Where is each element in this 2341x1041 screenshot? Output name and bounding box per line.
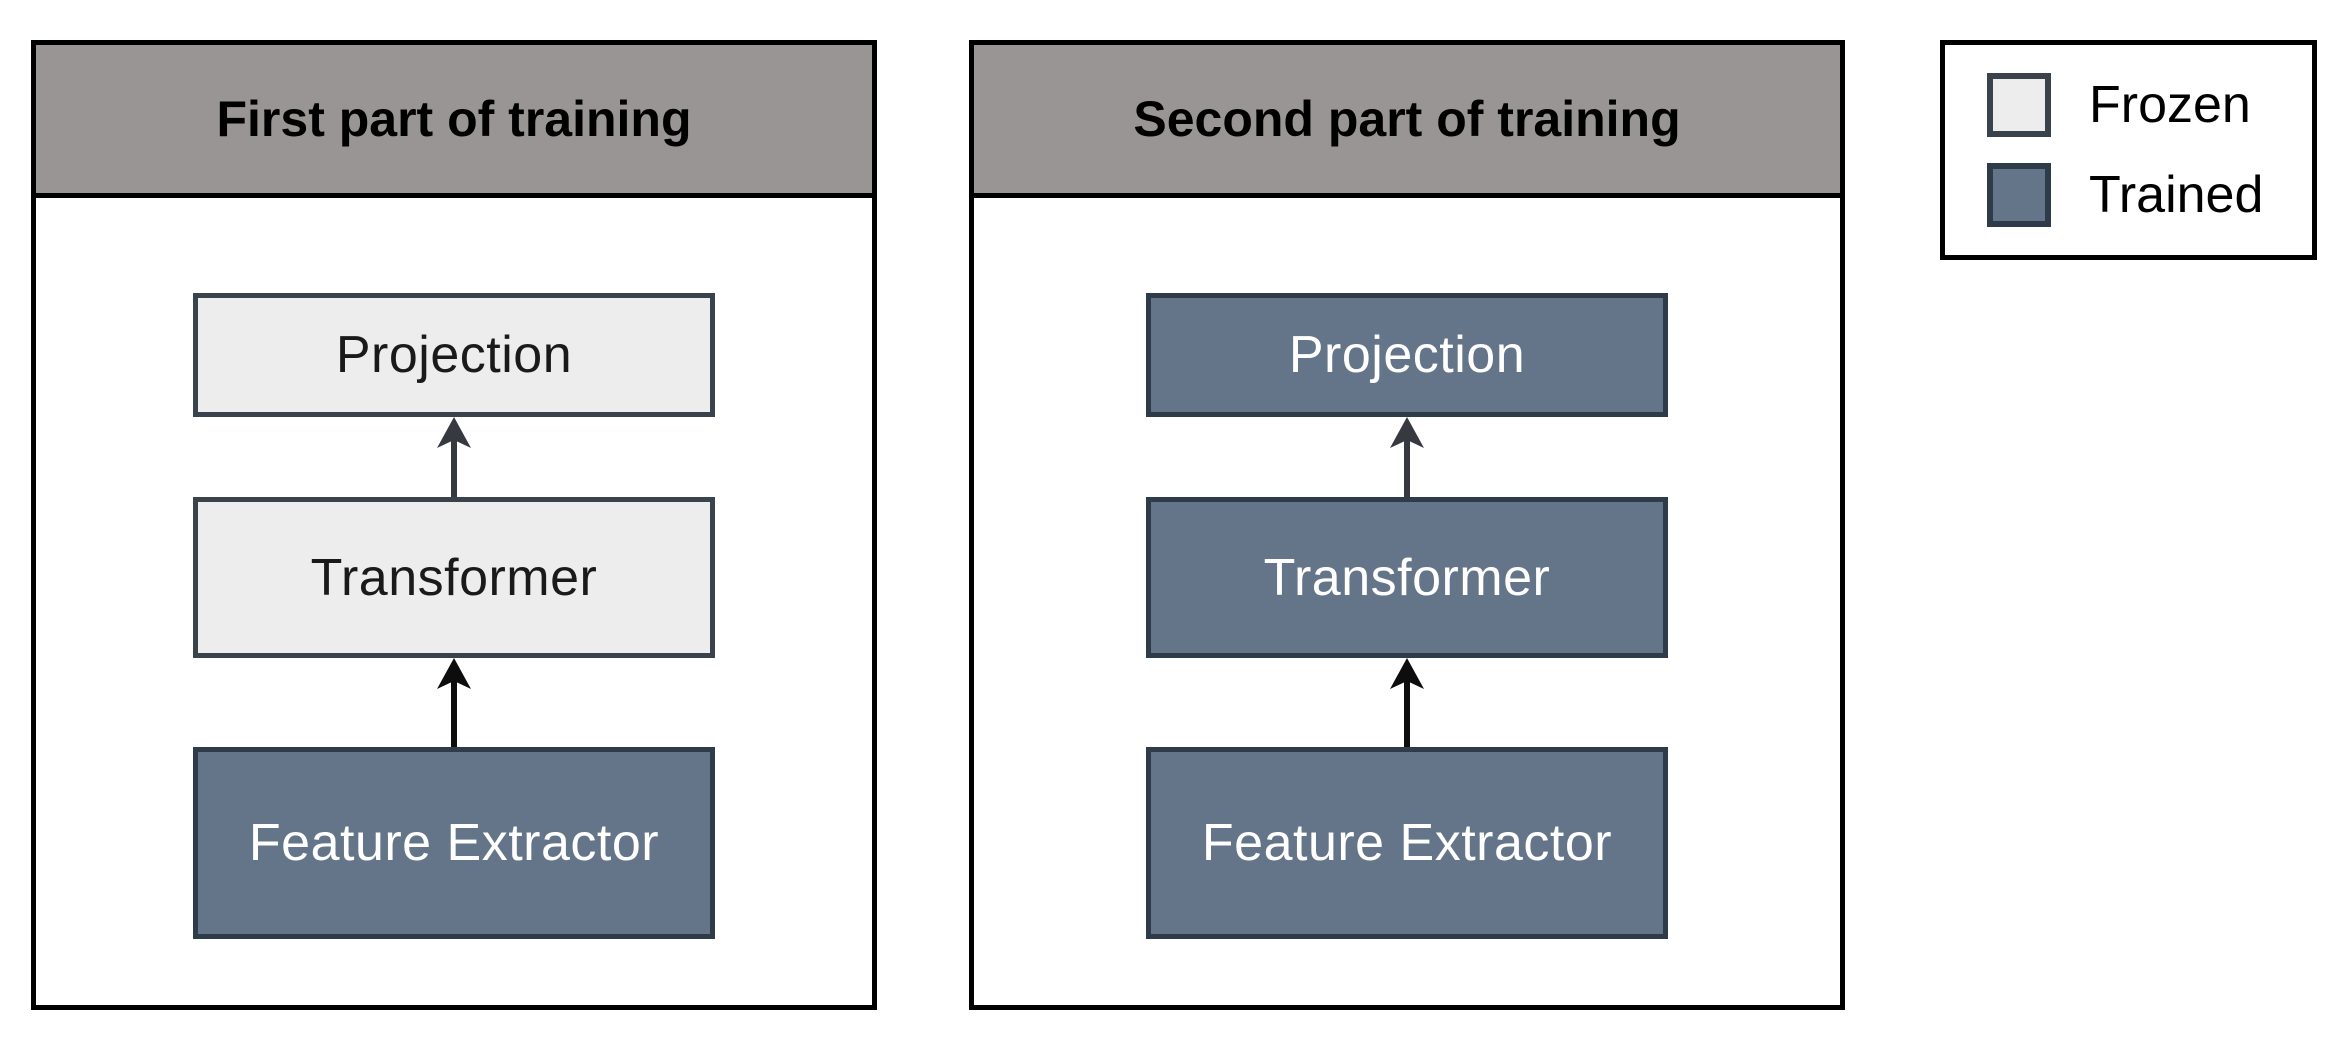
node-label: Feature Extractor <box>1201 814 1613 872</box>
arrow-shaft <box>1404 678 1410 747</box>
legend: Frozen Trained <box>1940 40 2317 260</box>
up-arrow-connector <box>193 658 715 747</box>
node-projection: Projection <box>1146 293 1668 417</box>
legend-item-trained: Trained <box>1987 163 2312 227</box>
up-arrow-connector <box>1146 658 1668 747</box>
up-arrow-icon <box>437 658 471 690</box>
trained-swatch-icon <box>1987 163 2051 227</box>
node-label: Projection <box>1288 326 1526 384</box>
up-arrow-connector <box>193 417 715 497</box>
legend-item-frozen: Frozen <box>1987 73 2312 137</box>
up-arrow-icon <box>1390 417 1424 449</box>
node-feature-extractor: Feature Extractor <box>193 747 715 939</box>
node-feature-extractor: Feature Extractor <box>1146 747 1668 939</box>
panel-first-body: Projection Transformer Feature Extractor <box>36 198 872 1005</box>
node-label: Feature Extractor <box>248 814 660 872</box>
model-stack: Projection Transformer Feature Extractor <box>193 293 715 939</box>
panel-first-title: First part of training <box>36 45 872 198</box>
panel-first-training: First part of training Projection Transf… <box>31 40 877 1010</box>
panel-second-training: Second part of training Projection Trans… <box>969 40 1845 1010</box>
arrow-shaft <box>451 678 457 747</box>
node-label: Transformer <box>1263 548 1551 607</box>
legend-label: Trained <box>2089 166 2264 224</box>
legend-label: Frozen <box>2089 76 2251 134</box>
node-projection: Projection <box>193 293 715 417</box>
model-stack: Projection Transformer Feature Extractor <box>1146 293 1668 939</box>
node-label: Transformer <box>310 548 598 607</box>
node-transformer: Transformer <box>193 497 715 658</box>
arrow-shaft <box>1404 437 1410 497</box>
panel-second-title: Second part of training <box>974 45 1840 198</box>
panel-second-body: Projection Transformer Feature Extractor <box>974 198 1840 1005</box>
up-arrow-connector <box>1146 417 1668 497</box>
arrow-shaft <box>451 437 457 497</box>
node-label: Projection <box>335 326 573 384</box>
up-arrow-icon <box>437 417 471 449</box>
frozen-swatch-icon <box>1987 73 2051 137</box>
node-transformer: Transformer <box>1146 497 1668 658</box>
up-arrow-icon <box>1390 658 1424 690</box>
